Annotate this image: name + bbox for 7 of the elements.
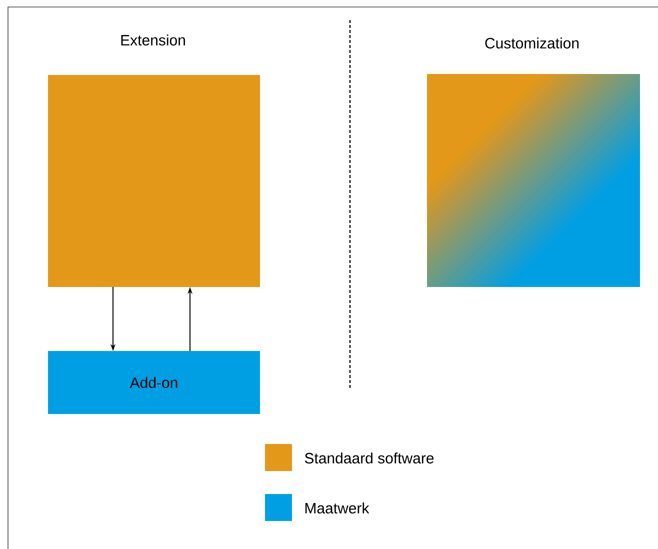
blended-box	[427, 74, 640, 287]
add-on-box: Add-on	[48, 351, 260, 414]
column-heading: Extension	[121, 34, 185, 46]
column-heading: Customization	[485, 38, 579, 48]
legend-text: Standaard software	[304, 452, 434, 464]
software-box	[48, 75, 260, 287]
legend-text: Maatwerk	[305, 502, 370, 514]
